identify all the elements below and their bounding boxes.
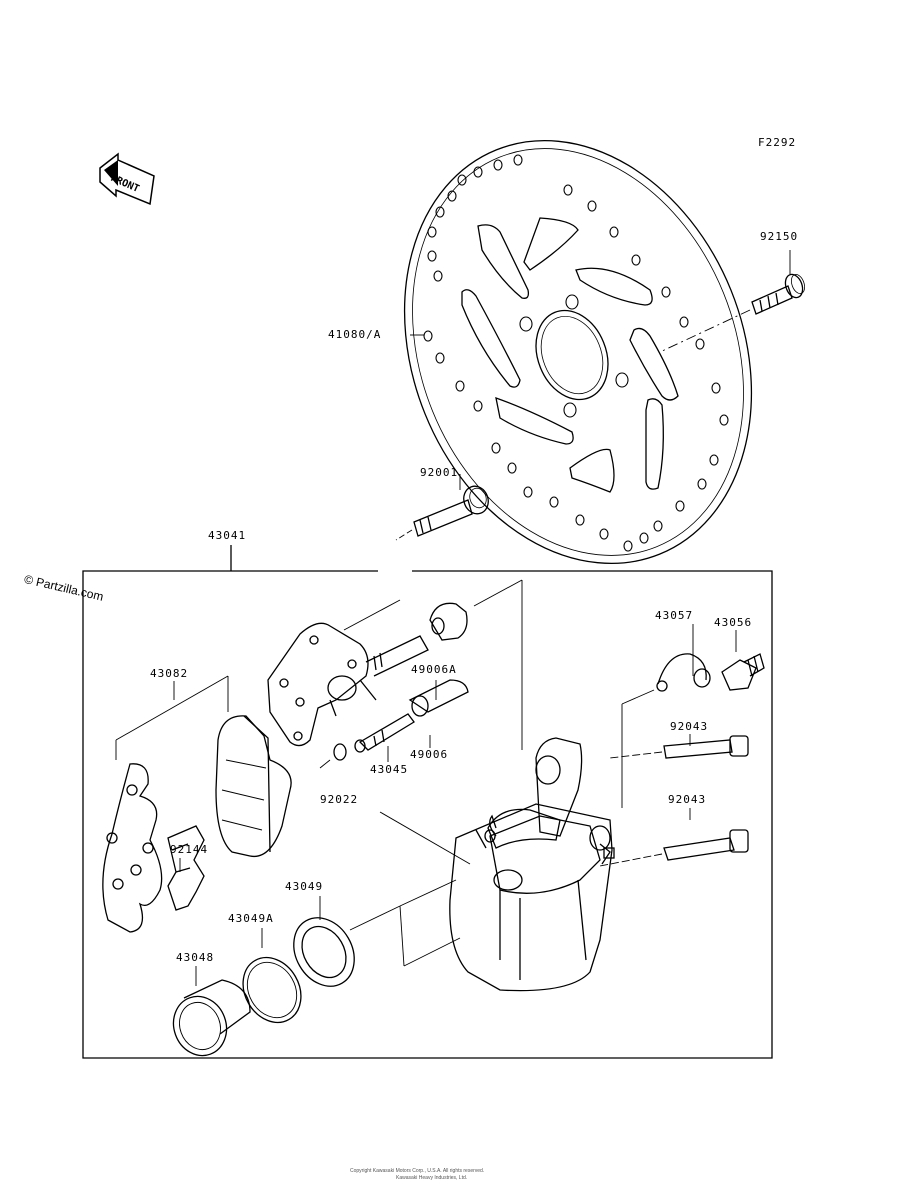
part-label-92001: 92001 (420, 466, 459, 479)
front-arrow-icon: FRONT (99, 152, 155, 206)
pad-backing-plate (102, 763, 163, 933)
footer-line-2: Kawasaki Heavy Industries, Ltd. (396, 1175, 468, 1181)
part-label-49006a: 49006A (411, 663, 457, 676)
caliper-bracket (267, 579, 523, 750)
part-label-43056: 43056 (714, 616, 753, 629)
part-label-43049a: 43049A (228, 912, 274, 925)
caliper-assembly-frame (82, 545, 773, 1059)
pin-boot (429, 602, 468, 641)
mounting-bolt-92001 (395, 474, 489, 541)
assembly-lines (379, 689, 655, 967)
pad-spring-43057 (656, 653, 711, 692)
slide-pin-49006a (354, 679, 469, 753)
part-label-43082: 43082 (150, 667, 189, 680)
part-label-41080a: 41080/A (328, 328, 382, 341)
part-label-92043-upper: 92043 (670, 720, 709, 733)
pad-spring-92144 (167, 825, 205, 911)
piston-43048 (172, 979, 251, 1057)
part-label-92150: 92150 (760, 230, 799, 243)
part-label-92043-lower: 92043 (668, 793, 707, 806)
caliper-pin-92043-lower (599, 829, 749, 867)
disc-bolt-92150 (659, 250, 805, 353)
circlip-92022 (319, 743, 347, 769)
part-label-43048: 43048 (176, 951, 215, 964)
part-label-43049: 43049 (285, 880, 324, 893)
part-label-92022: 92022 (320, 793, 359, 806)
figure-code: F2292 (758, 136, 797, 149)
footer-line-1: Copyright Kawasaki Motors Corp., U.S.A. … (350, 1168, 485, 1174)
part-label-43045: 43045 (370, 763, 409, 776)
caliper-body (449, 737, 615, 992)
caliper-pin-92043-upper (609, 735, 749, 759)
leader-lines (173, 334, 737, 986)
bleed-valve-43056 (721, 653, 765, 691)
piston-seal-43049 (293, 905, 401, 987)
part-label-92144: 92144 (170, 843, 209, 856)
brake-pad-43082 (115, 675, 292, 858)
part-label-43057: 43057 (655, 609, 694, 622)
brake-disc (403, 139, 753, 565)
part-label-49006: 49006 (410, 748, 449, 761)
dust-seal-43049a (242, 956, 302, 1024)
part-label-43041: 43041 (208, 529, 247, 542)
